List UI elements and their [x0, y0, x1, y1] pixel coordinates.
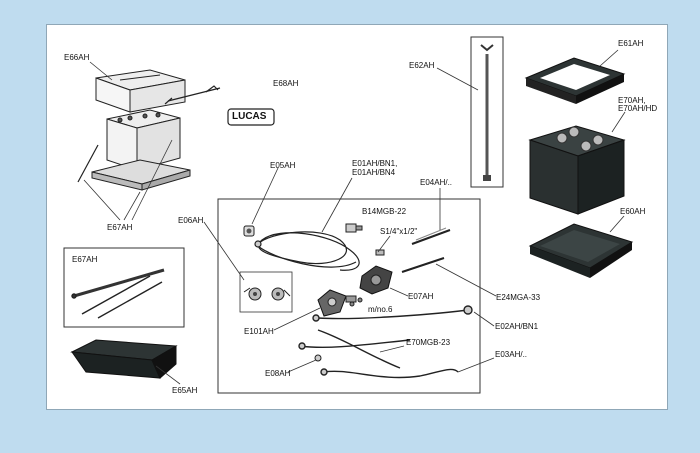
e70ah-leader [611, 111, 626, 133]
label-e06ah: E06AH [178, 216, 204, 225]
e65ah-leader [155, 365, 181, 385]
e01ah-leader [321, 177, 353, 233]
long-cable-icon [320, 368, 459, 379]
label-e24mga33: E24MGA-33 [496, 293, 541, 302]
earth-strap-icon [411, 227, 451, 245]
positive-cable-icon [312, 305, 473, 322]
strap-icon [401, 257, 445, 273]
label-e08ah: E08AH [265, 369, 291, 378]
battery-dark-icon [528, 125, 626, 215]
label-e68ah: E68AH [273, 79, 299, 88]
e66ah-leader [89, 61, 113, 81]
clamp-bar-icon [71, 268, 165, 319]
e06ah-leader [203, 221, 245, 281]
battery-tray-large-icon [70, 339, 178, 379]
terminal-nut-icon [243, 225, 255, 237]
lucas-logo-text: LUCAS [232, 111, 267, 122]
label-e02ah: E02AH/BN1 [495, 322, 539, 331]
clamp-rod-icon [470, 36, 504, 188]
e02ah-leader [473, 311, 495, 327]
label-e66ah: E66AH [64, 53, 90, 62]
battery-box-cover-icon [95, 69, 186, 113]
label-e01ah-line2: E01AH/BN4 [352, 168, 396, 177]
e24mga33-leader [435, 263, 497, 297]
earth-cable-icon [298, 329, 411, 369]
screw-icon [375, 249, 385, 256]
label-e01ah-line1: E01AH/BN1, [352, 159, 398, 168]
e101ah-leader [273, 307, 321, 331]
label-e67ah-box: E67AH [72, 255, 98, 264]
label-e65ah: E65AH [172, 386, 198, 395]
thin-rod-icon [77, 144, 99, 183]
e62ah-leader [436, 67, 479, 91]
small-screw-icon [349, 297, 363, 307]
e61ah-leader [599, 49, 619, 67]
label-e05ah: E05AH [270, 161, 296, 170]
label-e04ah: E04AH/.. [420, 178, 453, 187]
cutoff-switch-icon [317, 289, 357, 317]
e60ah-leader [609, 215, 625, 233]
battery-cable-icon [254, 231, 360, 271]
e70mgb23-leader [379, 345, 405, 353]
battery-frame-icon [524, 57, 626, 104]
e67ah-kit-box [63, 247, 185, 328]
e05ah-leader [251, 167, 279, 225]
battery-switch-icon [359, 265, 393, 295]
label-e61ah: E61AH [618, 39, 644, 48]
label-e62ah: E62AH [409, 61, 435, 70]
tray-small-icon [91, 159, 191, 191]
e08ah-leader [287, 359, 317, 373]
bolt-icon [345, 223, 363, 233]
terminal-clamp-icon [239, 271, 293, 313]
cable-terminal-icon [314, 354, 322, 362]
label-e03ah: E03AH/.. [495, 350, 528, 359]
label-e101ah: E101AH [244, 327, 274, 336]
label-m-no6: m/no.6 [368, 305, 393, 314]
battery-tray-icon [528, 223, 634, 278]
s14-leader [377, 235, 391, 253]
label-e07ah: E07AH [408, 292, 434, 301]
e67ah-leaders [83, 139, 173, 221]
label-e70mgb23: E70MGB-23 [406, 338, 451, 347]
lucas-logo [227, 108, 275, 126]
label-e60ah: E60AH [620, 207, 646, 216]
label-e67ah-main: E67AH [107, 223, 133, 232]
clamp-rod-small-icon [164, 85, 221, 105]
label-e70ah-line1: E70AH, [618, 96, 646, 105]
e03ah-leader [457, 357, 495, 373]
label-s14: S1/4"x1/2" [380, 227, 418, 236]
cable-kit-box [217, 198, 481, 394]
label-b14mgb22: B14MGB-22 [362, 207, 407, 216]
label-e70ah-line2: E70AH/HD [618, 104, 658, 113]
battery-icon [106, 109, 181, 171]
e07ah-leader [389, 287, 409, 297]
